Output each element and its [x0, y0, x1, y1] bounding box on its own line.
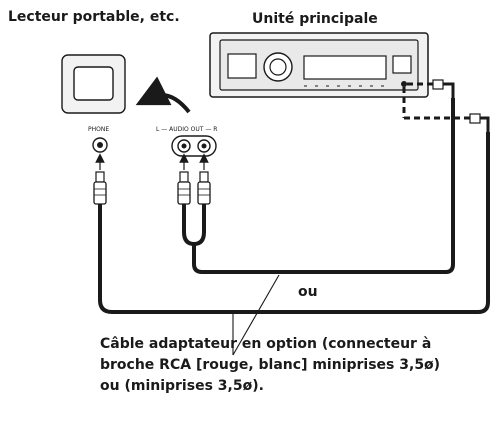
insert-arrows — [95, 153, 209, 170]
direction-arrow — [135, 76, 191, 114]
caption-leader-lines — [232, 274, 280, 356]
caption-line-2: broche RCA [rouge, blanc] miniprises 3,5… — [100, 357, 441, 373]
head-unit-plugs — [402, 79, 490, 132]
portable-player-label: Lecteur portable, etc. — [8, 9, 180, 25]
mini-plug-icon — [93, 171, 107, 205]
rca-cable — [182, 98, 455, 274]
rca-cable-branch — [193, 204, 206, 246]
portable-player-icon — [61, 54, 126, 114]
phone-jack-label: PHONE — [88, 126, 109, 133]
cable-caption: Câble adaptateur en option (connecteur à… — [100, 334, 490, 397]
caption-line-1: Câble adaptateur en option (connecteur à — [100, 336, 432, 352]
audio-out-jacks — [171, 135, 217, 157]
caption-line-3: ou (miniprises 3,5ø). — [100, 378, 264, 394]
phone-jack-icon — [92, 137, 108, 153]
head-unit-label: Unité principale — [252, 11, 378, 27]
head-unit-icon — [209, 32, 429, 98]
or-label: ou — [298, 284, 318, 300]
rca-plug-left-icon — [177, 171, 191, 205]
audio-out-label: L — AUDIO OUT — R — [156, 126, 217, 133]
mini-cable — [98, 132, 490, 314]
rca-plug-right-icon — [197, 171, 211, 205]
